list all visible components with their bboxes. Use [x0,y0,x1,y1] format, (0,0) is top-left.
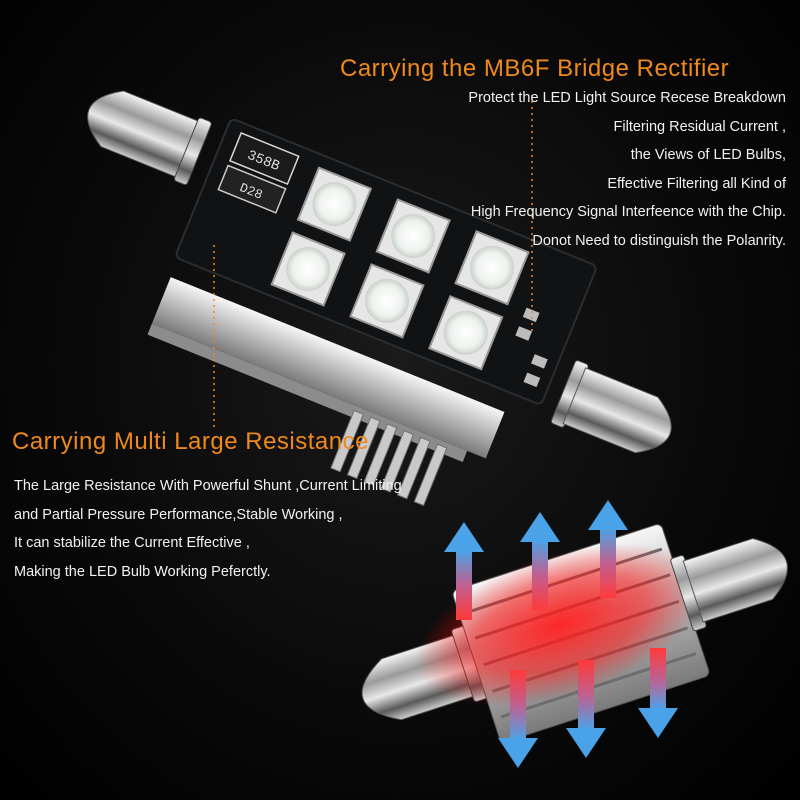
arrow-down-icon [498,670,538,768]
description-line: Making the LED Bulb Working Peferctly. [14,563,271,580]
led-array [270,166,530,371]
smd-led [428,294,504,371]
bottom-led-bulb [361,500,788,768]
heat-arrows-down [498,648,678,768]
description-line: Donot Need to distinguish the Polanrity. [532,232,786,249]
resistance-description: The Large Resistance With Powerful Shunt… [14,472,402,586]
callout-leader-lines [213,95,533,430]
description-line: Protect the LED Light Source Recese Brea… [468,90,786,106]
top-left-end-cap [87,90,212,186]
resistance-heading: Carrying Multi Large Resistance [12,428,369,455]
arrow-down-icon [638,648,678,738]
description-line: The Large Resistance With Powerful Shunt… [14,478,402,494]
top-heatsink [147,277,505,507]
bottom-right-end-cap [670,538,788,632]
arrow-up-icon [520,512,560,610]
arrow-down-icon [566,660,606,758]
smd-led [454,230,530,306]
heat-arrows-up [444,500,628,620]
arrow-up-icon [588,500,628,598]
bridge-rectifier-description: Protect the LED Light Source Recese Brea… [468,84,786,255]
smd-led [349,263,425,339]
smd-led [375,198,451,274]
description-line: and Partial Pressure Performance,Stable … [14,506,343,523]
description-line: the Views of LED Bulbs, [630,147,786,163]
description-line: It can stabilize the Current Effective , [14,535,250,551]
smd-led [270,231,346,307]
description-line: High Frequency Signal Interfeence with t… [470,204,786,220]
top-pcb-board: 358B D28 [175,118,597,405]
smd-led [296,166,373,242]
rectifier-chip: D28 [217,164,287,214]
bridge-rectifier-heading: Carrying the MB6F Bridge Rectifier [340,55,730,82]
heat-glow [415,543,705,707]
arrow-up-icon [444,522,484,620]
top-right-end-cap [550,360,672,454]
description-line: Effective Filtering all Kind of [607,175,786,192]
top-led-bulb: 358B D28 [87,90,672,507]
description-line: Filtering Residual Current , [613,118,786,135]
